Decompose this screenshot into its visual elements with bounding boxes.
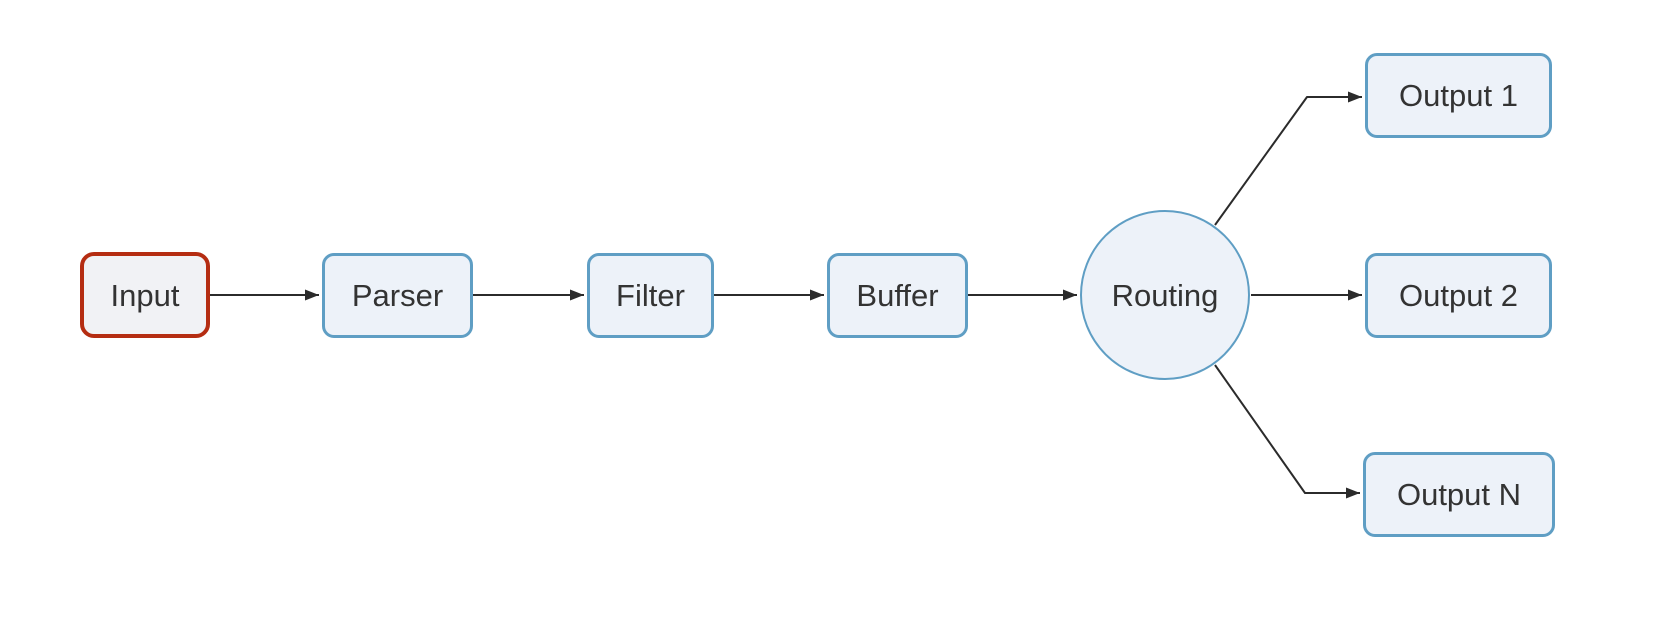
node-routing: Routing	[1080, 210, 1250, 380]
node-routing-label: Routing	[1111, 277, 1219, 313]
node-output-2-label: Output 2	[1399, 278, 1518, 313]
node-parser-label: Parser	[351, 278, 444, 313]
node-buffer-label: Buffer	[856, 278, 939, 313]
node-buffer: Buffer	[827, 253, 968, 338]
node-input-label: Input	[110, 277, 180, 313]
edge-routing-output-n	[1214, 364, 1360, 499]
node-output-1-label: Output 1	[1399, 78, 1518, 113]
node-filter: Filter	[587, 253, 714, 338]
edge-routing-output-1	[1214, 91, 1362, 226]
node-output-2: Output 2	[1365, 253, 1552, 338]
node-parser: Parser	[322, 253, 473, 338]
node-input: Input	[80, 252, 210, 338]
node-output-n: Output N	[1363, 452, 1555, 537]
node-output-n-label: Output N	[1396, 477, 1522, 512]
node-output-1: Output 1	[1365, 53, 1552, 138]
node-filter-label: Filter	[616, 278, 685, 313]
